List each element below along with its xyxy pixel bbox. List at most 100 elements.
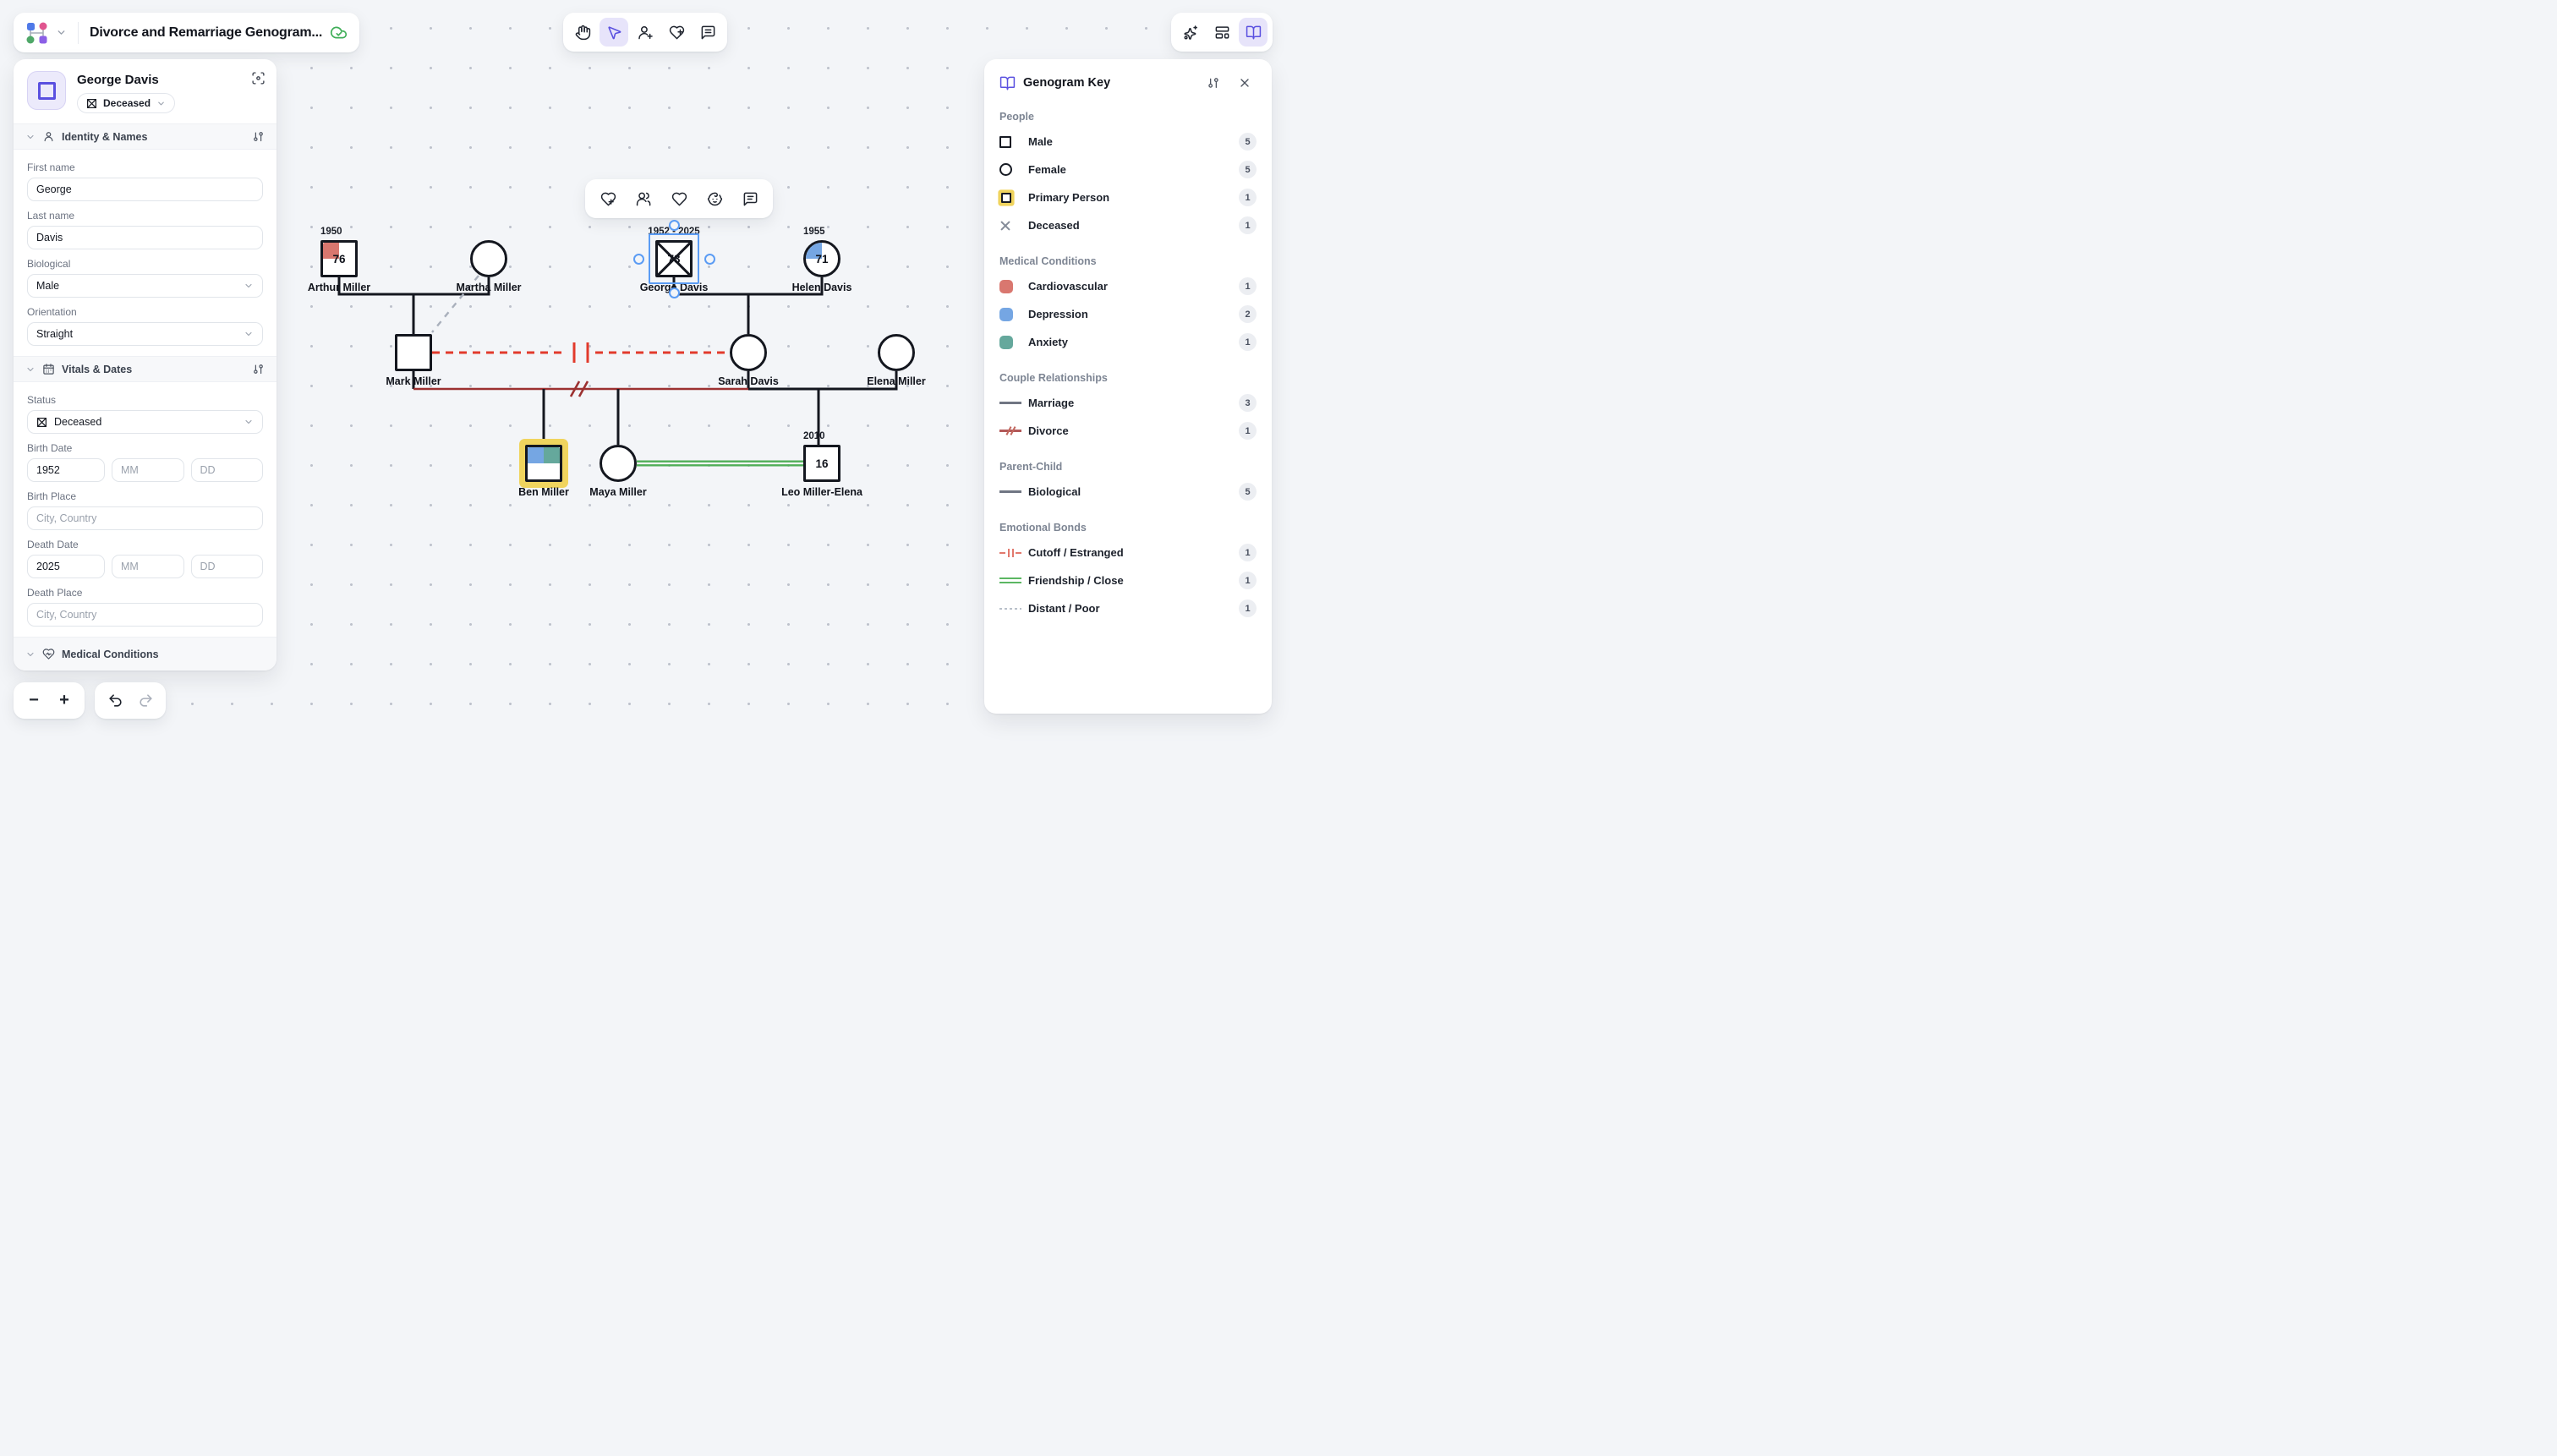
identity-fields: First name Last name Biological Male Ori… bbox=[14, 150, 277, 356]
biological-swatch-icon bbox=[999, 490, 1028, 493]
key-item-label: Friendship / Close bbox=[1028, 574, 1124, 587]
key-section-title: Parent-Child bbox=[999, 461, 1063, 473]
add-relationship-button[interactable] bbox=[592, 183, 624, 215]
sliders-icon bbox=[1207, 76, 1220, 90]
key-section-title: Couple Relationships bbox=[999, 372, 1108, 384]
birth-day-input[interactable] bbox=[190, 458, 263, 482]
pan-tool-button[interactable] bbox=[568, 18, 597, 47]
primary-swatch-icon bbox=[999, 192, 1028, 203]
person-years: 1950 bbox=[320, 227, 342, 237]
key-close-button[interactable] bbox=[1233, 71, 1257, 95]
key-item-count: 1 bbox=[1239, 544, 1257, 561]
death-place-input[interactable] bbox=[27, 603, 263, 627]
section-medical-conditions[interactable]: Medical Conditions bbox=[14, 637, 277, 671]
person-node-mark[interactable]: Mark Miller bbox=[386, 334, 441, 387]
connection-handle-top[interactable] bbox=[668, 219, 680, 231]
key-item-count: 5 bbox=[1239, 133, 1257, 151]
death-day-input[interactable] bbox=[190, 555, 263, 578]
chevron-down-icon bbox=[156, 99, 166, 108]
section-identity-names[interactable]: Identity & Names bbox=[14, 123, 277, 150]
ai-assist-button[interactable] bbox=[1176, 18, 1205, 47]
node-comment-button[interactable] bbox=[734, 183, 766, 215]
key-section-title: People bbox=[999, 111, 1034, 123]
app-logo-icon[interactable] bbox=[25, 22, 48, 44]
zoom-controls: − + bbox=[14, 682, 85, 719]
person-icon bbox=[42, 130, 55, 143]
sliders-icon[interactable] bbox=[252, 363, 265, 375]
key-item-label: Distant / Poor bbox=[1028, 602, 1100, 615]
chevron-down-icon bbox=[25, 649, 36, 660]
add-person-tool-button[interactable] bbox=[631, 18, 660, 47]
sliders-icon[interactable] bbox=[252, 130, 265, 143]
status-select[interactable]: Deceased bbox=[27, 410, 263, 434]
key-item-count: 3 bbox=[1239, 394, 1257, 412]
person-node-sarah[interactable]: Sarah Davis bbox=[718, 334, 779, 387]
undo-button[interactable] bbox=[100, 687, 130, 715]
death-year-input[interactable] bbox=[27, 555, 105, 578]
friendship-swatch-icon bbox=[999, 577, 1028, 583]
person-avatar bbox=[27, 71, 66, 110]
zoom-in-button[interactable]: + bbox=[59, 691, 69, 709]
person-label: Helen Davis bbox=[791, 282, 852, 293]
close-icon bbox=[1238, 76, 1251, 90]
add-relationship-tool-button[interactable] bbox=[662, 18, 691, 47]
orientation-select[interactable]: Straight bbox=[27, 322, 263, 346]
birth-month-input[interactable] bbox=[112, 458, 184, 482]
person-node-maya[interactable]: Maya Miller bbox=[589, 445, 647, 498]
add-partner-button[interactable] bbox=[627, 183, 660, 215]
connection-handle-right[interactable] bbox=[704, 253, 715, 265]
person-label: Mark Miller bbox=[386, 375, 441, 387]
add-child-button[interactable] bbox=[698, 183, 731, 215]
chevron-down-icon bbox=[25, 364, 36, 375]
person-node-ben[interactable]: Ben Miller bbox=[518, 445, 569, 498]
key-settings-button[interactable] bbox=[1202, 71, 1225, 95]
key-item-count: 2 bbox=[1239, 305, 1257, 323]
person-node-martha[interactable]: Martha Miller bbox=[456, 240, 522, 293]
chevron-down-icon[interactable] bbox=[56, 27, 67, 38]
person-label: Leo Miller-Elena bbox=[781, 486, 862, 498]
section-vitals-dates[interactable]: Vitals & Dates bbox=[14, 356, 277, 382]
zoom-out-button[interactable]: − bbox=[29, 691, 39, 709]
comment-tool-button[interactable] bbox=[693, 18, 722, 47]
document-header: Divorce and Remarriage Genogram... bbox=[14, 13, 360, 52]
death-month-input[interactable] bbox=[112, 555, 184, 578]
status-pill[interactable]: Deceased bbox=[77, 93, 176, 113]
connection-handle-bottom[interactable] bbox=[668, 287, 680, 298]
heart-plus-icon bbox=[669, 25, 685, 41]
birth-place-input[interactable] bbox=[27, 506, 263, 530]
document-title[interactable]: Divorce and Remarriage Genogram... bbox=[90, 25, 323, 40]
genogram-key-button[interactable] bbox=[1239, 18, 1268, 47]
last-name-input[interactable] bbox=[27, 226, 263, 249]
select-tool-button[interactable] bbox=[600, 18, 628, 47]
key-section-title: Medical Conditions bbox=[999, 255, 1097, 267]
calendar-icon bbox=[42, 363, 55, 375]
first-name-input[interactable] bbox=[27, 178, 263, 201]
chevron-down-icon bbox=[244, 417, 254, 427]
person-age: 71 bbox=[815, 252, 829, 265]
biological-select[interactable]: Male bbox=[27, 274, 263, 298]
add-love-bond-button[interactable] bbox=[663, 183, 695, 215]
layout-button[interactable] bbox=[1207, 18, 1236, 47]
birth-year-input[interactable] bbox=[27, 458, 105, 482]
redo-button[interactable] bbox=[130, 687, 161, 715]
focus-node-icon[interactable] bbox=[251, 71, 266, 85]
connection-handle-left[interactable] bbox=[632, 253, 644, 265]
person-node-elena[interactable]: Elena Miller bbox=[867, 334, 926, 387]
